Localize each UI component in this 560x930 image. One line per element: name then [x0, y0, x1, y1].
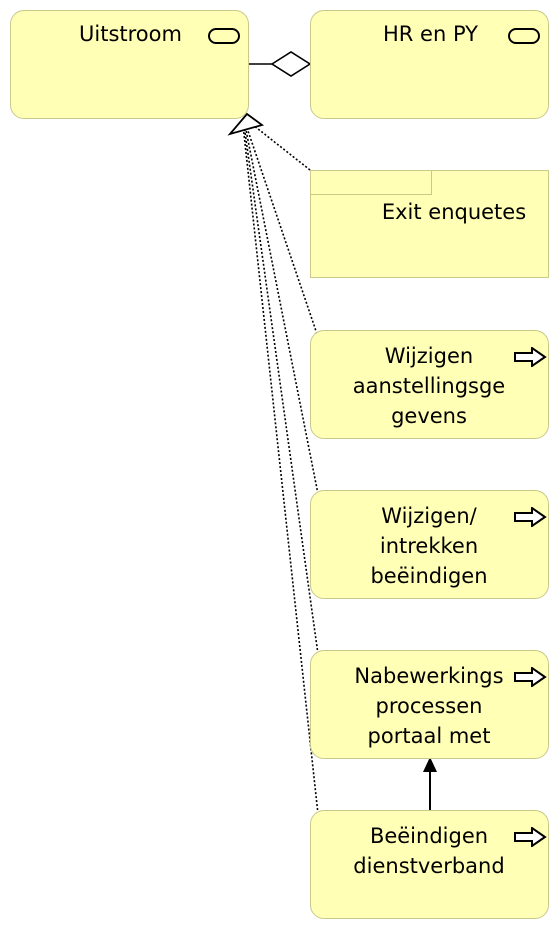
realization-edge-nabewerkingsprocessen [243, 124, 319, 655]
aggregation-edge [248, 51, 312, 77]
business-object-tab [311, 171, 432, 195]
hr-en-py-node[interactable]: HR en PY [310, 10, 549, 119]
wijzigen-intrekken-label: Wijzigen/ intrekken beëindigen [370, 504, 488, 588]
business-service-icon [508, 28, 540, 44]
triggering-edge [423, 757, 437, 810]
uitstroom-node[interactable]: Uitstroom [10, 10, 249, 119]
wijzigen-aanstellingsgegevens-label: Wijzigen aanstellingsge gevens [352, 344, 506, 428]
realization-edge-wijzigen-intrekken [244, 124, 319, 495]
nabewerkingsprocessen-node[interactable]: Nabewerkings processen portaal met [310, 650, 549, 759]
uitstroom-label: Uitstroom [79, 22, 182, 46]
process-arrow-icon [514, 507, 547, 527]
process-arrow-icon [514, 347, 547, 367]
nabewerkingsprocessen-label: Nabewerkings processen portaal met [354, 664, 504, 748]
process-arrow-icon [514, 667, 547, 687]
business-service-icon [208, 28, 240, 44]
beeindigen-dienstverband-node[interactable]: Beëindigen dienstverband [310, 810, 549, 919]
exit-enquetes-label: Exit enquetes [381, 200, 527, 224]
wijzigen-aanstellingsgegevens-node[interactable]: Wijzigen aanstellingsge gevens [310, 330, 549, 439]
realization-edge-exit-enquetes [247, 120, 311, 171]
hr-en-py-label: HR en PY [383, 22, 478, 46]
realization-edge-beeindigen-dienstverband [242, 124, 319, 815]
exit-enquetes-node[interactable]: Exit enquetes [310, 170, 549, 278]
beeindigen-dienstverband-label: Beëindigen dienstverband [353, 824, 505, 878]
realization-edge-wijzigen-aanstellingsgegevens [245, 124, 318, 335]
wijzigen-intrekken-node[interactable]: Wijzigen/ intrekken beëindigen [310, 490, 549, 599]
process-arrow-icon [514, 827, 547, 847]
